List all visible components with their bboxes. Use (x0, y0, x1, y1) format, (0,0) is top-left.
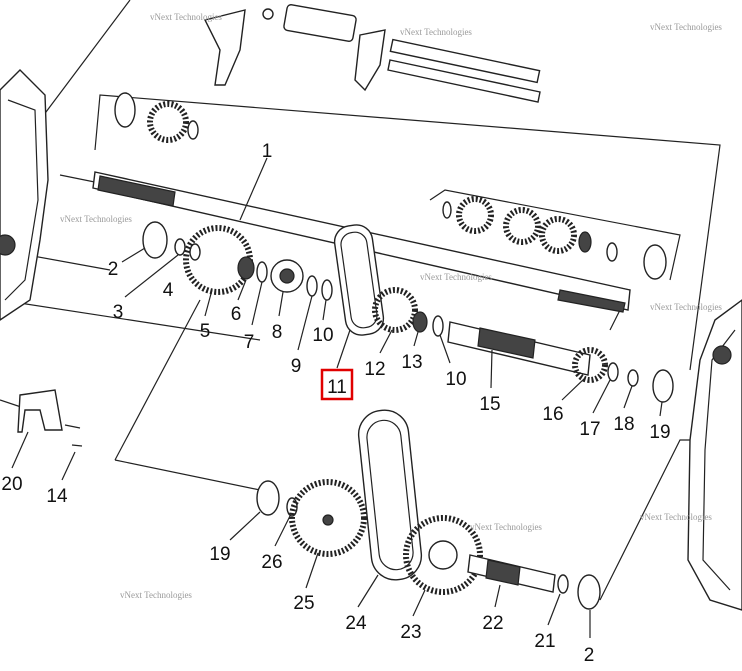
label-15[interactable]: 15 (479, 394, 500, 415)
label-25[interactable]: 25 (293, 593, 314, 614)
middle-gear-group (372, 287, 674, 403)
left-housing (0, 69, 49, 321)
label-4[interactable]: 4 (163, 280, 174, 301)
svg-text:vNext Technologies: vNext Technologies (640, 512, 712, 522)
left-gear-group (142, 221, 333, 301)
label-24[interactable]: 24 (345, 613, 367, 634)
svg-text:vNext Technologies: vNext Technologies (120, 590, 192, 600)
svg-text:vNext Technologies: vNext Technologies (60, 214, 132, 224)
shift-fork-assembly (203, 4, 541, 92)
label-16[interactable]: 16 (542, 404, 563, 425)
label-1[interactable]: 1 (262, 141, 273, 162)
upper-right-gear-cluster (442, 196, 667, 280)
svg-text:vNext Technologies: vNext Technologies (150, 12, 222, 22)
lower-assembly (256, 409, 601, 610)
svg-text:vNext Technologies: vNext Technologies (400, 27, 472, 37)
label-20[interactable]: 20 (1, 474, 22, 495)
leader-lines (11, 157, 663, 638)
label-10-b[interactable]: 10 (445, 369, 466, 390)
label-26[interactable]: 26 (261, 552, 282, 573)
bracket (17, 389, 83, 447)
label-14[interactable]: 14 (46, 486, 68, 507)
label-9[interactable]: 9 (291, 356, 302, 377)
label-7[interactable]: 7 (244, 332, 255, 353)
part-labels: 1 2 3 4 5 6 7 8 9 10 11 12 13 10 15 16 1… (1, 141, 670, 666)
label-12[interactable]: 12 (364, 359, 385, 380)
upper-gear-stack (114, 92, 199, 143)
svg-text:vNext Technologies: vNext Technologies (420, 272, 492, 282)
svg-text:vNext Technologies: vNext Technologies (470, 522, 542, 532)
label-19[interactable]: 19 (649, 422, 670, 443)
label-23[interactable]: 23 (400, 622, 421, 643)
label-3[interactable]: 3 (113, 302, 124, 323)
label-21[interactable]: 21 (534, 631, 555, 652)
label-2[interactable]: 2 (108, 259, 119, 280)
right-housing (687, 299, 742, 611)
drive-chain (333, 224, 385, 336)
svg-text:vNext Technologies: vNext Technologies (650, 22, 722, 32)
label-18[interactable]: 18 (613, 414, 634, 435)
label-8[interactable]: 8 (272, 322, 283, 343)
label-11[interactable]: 11 (327, 377, 347, 398)
svg-text:vNext Technologies: vNext Technologies (650, 302, 722, 312)
label-13[interactable]: 13 (401, 352, 422, 373)
label-17[interactable]: 17 (579, 419, 600, 440)
label-19-b[interactable]: 19 (209, 544, 230, 565)
label-6[interactable]: 6 (231, 304, 242, 325)
label-22[interactable]: 22 (482, 613, 503, 634)
label-5[interactable]: 5 (200, 321, 211, 342)
label-10[interactable]: 10 (312, 325, 333, 346)
upper-right-shaft (387, 59, 541, 103)
label-2-b[interactable]: 2 (584, 645, 595, 666)
watermarks: vNext Technologies vNext Technologies vN… (60, 12, 722, 600)
highlight-box (320, 368, 354, 401)
